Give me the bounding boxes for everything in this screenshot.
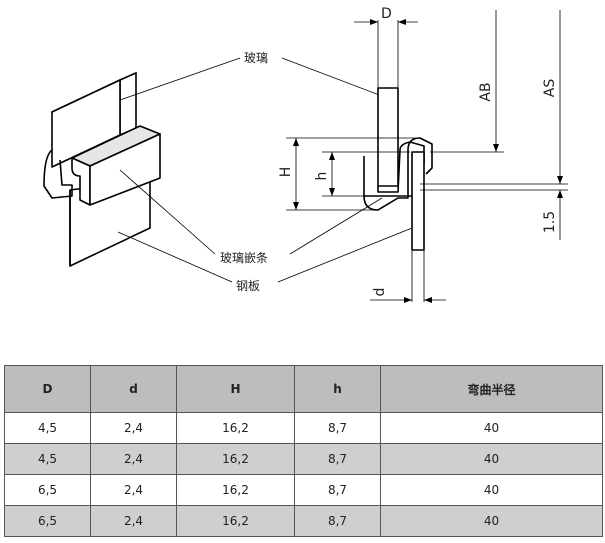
cell-H: 16,2 xyxy=(176,505,295,537)
header-d: d xyxy=(90,365,177,413)
cell-bend-radius: 40 xyxy=(380,443,603,475)
table-header-row: D d H h 弯曲半径 xyxy=(4,365,603,413)
cell-H: 16,2 xyxy=(176,474,295,506)
dim-label-AB: AB xyxy=(478,82,494,101)
cell-D: 4,5 xyxy=(4,443,91,475)
header-h: h xyxy=(294,365,381,413)
cell-h: 8,7 xyxy=(294,412,381,444)
section-steel-plate xyxy=(411,151,425,251)
header-bend-radius: 弯曲半径 xyxy=(380,365,603,413)
label-steel-plate: 钢板 xyxy=(236,279,260,293)
cell-d: 2,4 xyxy=(90,505,177,537)
technical-diagram: 玻璃 玻璃嵌条 钢板 xyxy=(43,6,568,303)
glass-pane xyxy=(51,72,137,168)
cell-D: 6,5 xyxy=(4,505,91,537)
dimension-lines xyxy=(286,10,568,303)
label-glass: 玻璃 xyxy=(244,51,268,65)
cell-H: 16,2 xyxy=(176,412,295,444)
section-glass xyxy=(377,87,399,187)
cell-bend-radius: 40 xyxy=(380,505,603,537)
dim-label-d: d xyxy=(372,288,388,297)
cell-h: 8,7 xyxy=(294,443,381,475)
header-H: H xyxy=(176,365,295,413)
label-glazing-strip: 玻璃嵌条 xyxy=(220,251,268,265)
cell-D: 4,5 xyxy=(4,412,91,444)
dim-label-AS: AS xyxy=(542,79,558,98)
cell-bend-radius: 40 xyxy=(380,412,603,444)
table-row: 4,5 2,4 16,2 8,7 40 xyxy=(4,412,603,444)
dim-label-thickness: 1.5 xyxy=(542,211,558,233)
isometric-view xyxy=(43,72,161,267)
cell-H: 16,2 xyxy=(176,443,295,475)
cell-d: 2,4 xyxy=(90,443,177,475)
dim-label-h: h xyxy=(314,172,330,181)
table-row: 6,5 2,4 16,2 8,7 40 xyxy=(4,474,603,506)
cross-section-view xyxy=(363,87,433,251)
cell-bend-radius: 40 xyxy=(380,474,603,506)
table-row: 6,5 2,4 16,2 8,7 40 xyxy=(4,505,603,537)
cell-d: 2,4 xyxy=(90,412,177,444)
dim-label-H: H xyxy=(278,167,294,178)
spec-table: D d H h 弯曲半径 4,5 2,4 16,2 8,7 40 4,5 2,4… xyxy=(4,365,603,537)
cell-h: 8,7 xyxy=(294,474,381,506)
glazing-strip xyxy=(43,125,161,206)
table-row: 4,5 2,4 16,2 8,7 40 xyxy=(4,443,603,475)
header-D: D xyxy=(4,365,91,413)
cell-d: 2,4 xyxy=(90,474,177,506)
leader-lines xyxy=(117,57,413,283)
cell-h: 8,7 xyxy=(294,505,381,537)
dim-label-D: D xyxy=(381,6,392,22)
cell-D: 6,5 xyxy=(4,474,91,506)
